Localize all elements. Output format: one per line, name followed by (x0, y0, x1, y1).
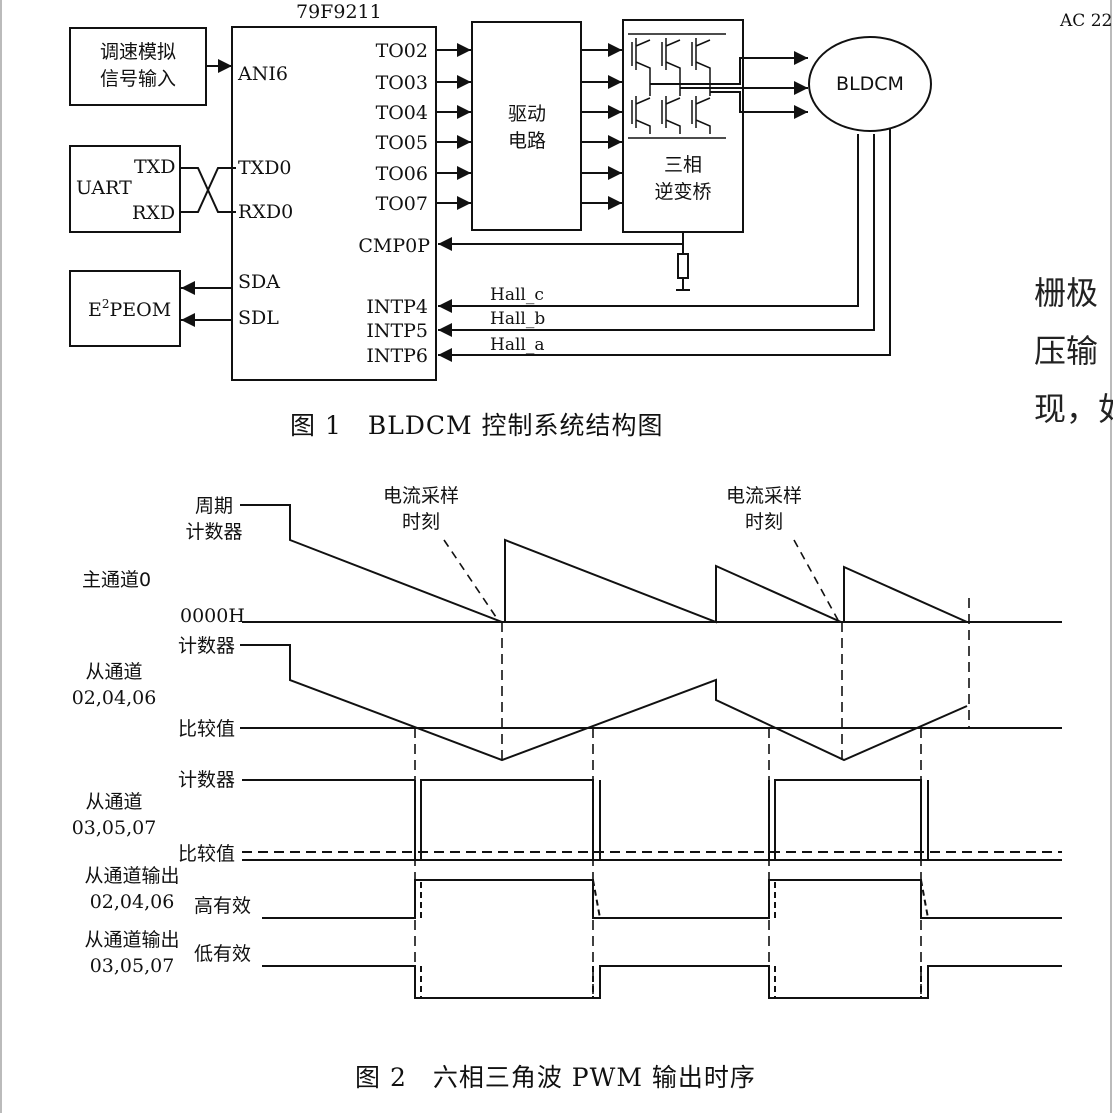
out1-line-1: 从通道输出 (84, 865, 179, 887)
uart-label: UART (76, 177, 132, 199)
figure-2-caption: 图 2 六相三角波 PWM 输出时序 (355, 1063, 756, 1092)
bridge-line-2: 逆变桥 (654, 181, 711, 203)
bridge-line-1: 三相 (664, 154, 702, 176)
slave2-waveform (414, 779, 601, 861)
right-margin-text: 栅极 压输 现，如 (1034, 274, 1113, 428)
corner-label: AC 22 (1059, 11, 1112, 31)
slave1-counter-label: 计数器 (178, 635, 235, 657)
sync-dashed-lines (414, 598, 970, 998)
main-channel-waveform (242, 504, 968, 624)
slave2-compare-label: 比较值 (178, 843, 235, 865)
driver-line-1: 驱动 (508, 103, 546, 125)
hall-b-label: Hall_b (490, 309, 545, 329)
figure-2 (240, 504, 1062, 999)
motor-label: BLDCM (836, 73, 904, 95)
margin-line-1: 栅极 (1034, 274, 1098, 312)
slave1-line-2: 02,04,06 (72, 687, 157, 709)
pin-to03: TO03 (376, 72, 428, 94)
pin-rxd0: RXD0 (238, 201, 293, 223)
out1-waveform-dashed (420, 879, 929, 919)
slave1-line-1: 从通道 (85, 661, 142, 683)
uart-rxd-line (180, 167, 236, 213)
uart-box (69, 145, 181, 233)
sample-label-2-line-1: 电流采样 (726, 485, 802, 507)
sample-label-1-line-2: 时刻 (402, 511, 440, 533)
driver-line-2: 电路 (508, 130, 546, 152)
pin-ani6: ANI6 (237, 63, 288, 85)
uart-rxd-label: RXD (132, 202, 175, 224)
pin-to07: TO07 (376, 193, 428, 215)
motor-ellipse (808, 36, 932, 132)
slave1-compare-label: 比较值 (178, 718, 235, 740)
pin-to04: TO04 (376, 102, 428, 124)
pin-intp4: INTP4 (366, 296, 428, 318)
chip-to-driver-arrows (436, 43, 471, 210)
hall-a-line (438, 128, 891, 362)
eeprom-box (69, 270, 181, 347)
driver-to-bridge-arrows (581, 43, 622, 210)
out2-active-label: 低有效 (194, 943, 251, 965)
shunt-resistor (677, 253, 689, 279)
pin-intp5: INTP5 (366, 320, 428, 342)
sample-label-2-line-2: 时刻 (745, 511, 783, 533)
out1-waveform (262, 879, 1062, 919)
sample-label-1-line-1: 电流采样 (383, 485, 459, 507)
eeprom-label: E2PEOM (88, 297, 171, 321)
driver-circuit-box (471, 21, 582, 231)
main-channel-label: 主通道0 (82, 569, 151, 591)
out2-line-2: 03,05,07 (90, 955, 175, 977)
slave2-line-1: 从通道 (85, 791, 142, 813)
hall-a-label: Hall_a (490, 335, 544, 355)
speed-input-line-2: 信号输入 (100, 68, 176, 90)
margin-line-3: 现，如 (1034, 390, 1113, 428)
out1-active-label: 高有效 (194, 895, 251, 917)
slave2-line-2: 03,05,07 (72, 817, 157, 839)
speed-input-box (69, 27, 207, 106)
figure-1-caption: 图 1 BLDCM 控制系统结构图 (290, 411, 664, 440)
slave2-waveform-b (768, 779, 929, 861)
hall-c-line (438, 134, 859, 313)
eeprom-superscript: 2 (102, 297, 110, 311)
out2-line-1: 从通道输出 (84, 929, 179, 951)
chip-title: 79F9211 (296, 1, 382, 23)
figure-1-labels: 79F9211 调速模拟 信号输入 UART TXD RXD E2PEOM AN… (76, 1, 904, 440)
period-counter-line-1: 周期 (195, 495, 233, 517)
uart-txd-label: TXD (134, 156, 175, 178)
sample-marker-1 (443, 539, 499, 621)
pin-txd0: TXD0 (238, 157, 292, 179)
zero-level-label: 0000H (180, 605, 245, 627)
pin-to06: TO06 (376, 163, 428, 185)
pin-sdl: SDL (238, 307, 279, 329)
pin-cmp0p: CMP0P (358, 235, 430, 257)
out1-line-2: 02,04,06 (90, 891, 175, 913)
figure-1 (69, 19, 932, 381)
figure-2-labels: 周期 计数器 电流采样 时刻 电流采样 时刻 主通道0 0000H 计数器 从通… (72, 485, 802, 1092)
pin-to05: TO05 (376, 132, 428, 154)
pin-sda: SDA (238, 271, 280, 293)
hall-c-label: Hall_c (490, 285, 544, 305)
out2-waveform-dashed (420, 966, 922, 998)
hall-b-line (438, 134, 875, 337)
pin-to02: TO02 (376, 40, 428, 62)
current-sense-line (438, 232, 684, 251)
slave1-waveform (242, 644, 968, 762)
sample-marker-2 (793, 539, 839, 621)
speed-input-line-1: 调速模拟 (100, 41, 176, 63)
inverter-switches (628, 33, 726, 139)
slave2-counter-label: 计数器 (178, 769, 235, 791)
margin-line-2: 压输 (1034, 332, 1098, 370)
out2-waveform (262, 965, 1062, 999)
period-counter-line-2: 计数器 (185, 521, 242, 543)
bridge-to-motor-lines (650, 51, 808, 119)
pin-intp6: INTP6 (366, 345, 428, 367)
